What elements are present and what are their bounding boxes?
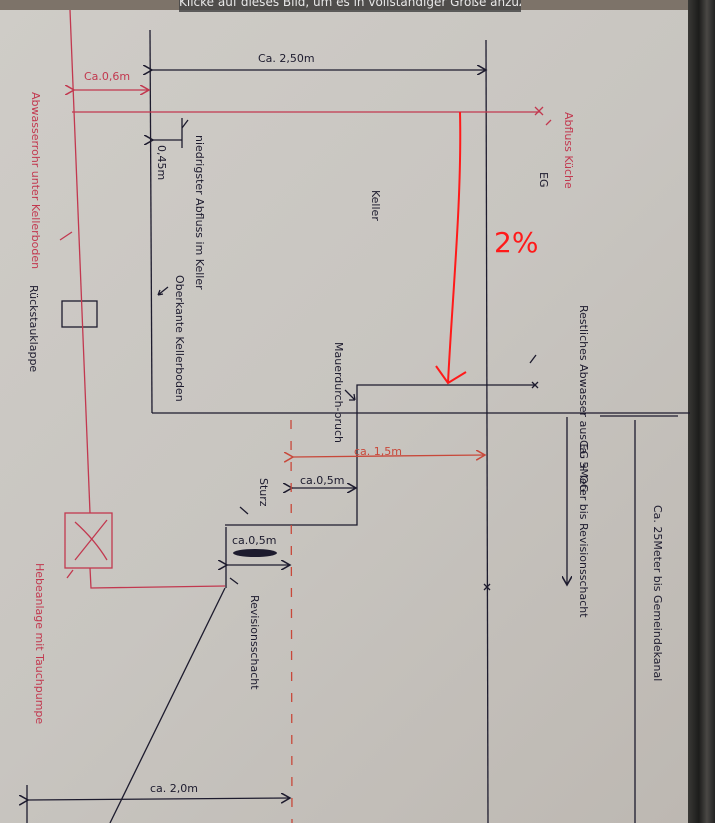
label-offset-pipe: Ca.0,6m	[84, 70, 130, 83]
label-045: 0,45m	[155, 145, 168, 180]
label-dist-kanal: Ca. 25Meter bis Gemeindekanal	[651, 505, 664, 681]
label-dist-revision: Ca. 5Meter bis Revisionsschacht	[577, 440, 590, 618]
label-dist-05b: ca.0,5m	[232, 534, 277, 547]
label-mauerdurchbruch: Mauerdurch-bruch	[332, 342, 345, 443]
fullsize-hint[interactable]: Klicke auf dieses Bild, um es in vollstä…	[179, 0, 521, 12]
label-dist-20: ca. 2,0m	[150, 782, 198, 795]
hebeanlage-box	[64, 512, 113, 569]
label-hebeanlage: Hebeanlage mit Tauchpumpe	[33, 563, 46, 724]
label-revisionsschacht: Revisionsschacht	[248, 595, 261, 690]
sketch-paper[interactable]	[0, 10, 690, 823]
dim-20	[28, 798, 290, 800]
hebeanlage-cross	[74, 519, 108, 561]
label-gefaelle: 2%	[494, 226, 538, 259]
label-width-keller: Ca. 2,50m	[258, 52, 315, 65]
abwasserrohr-line	[69, 9, 91, 514]
label-keller: Keller	[369, 190, 382, 221]
label-abwasserrohr-1: Abwasserrohr unter Kellerboden	[29, 92, 42, 269]
keller-wall-right	[485, 39, 489, 823]
rueckstauklappe-box	[61, 300, 98, 328]
keller-wall-left	[149, 29, 153, 414]
label-rueckstauklappe: Rückstauklappe	[27, 285, 40, 372]
label-dist-05a: ca.0,5m	[300, 474, 345, 487]
desk-edge	[688, 0, 715, 823]
label-eg: EG	[537, 172, 550, 187]
label-restliches-abwasser: Restliches Abwasser aus EG + OG	[577, 305, 590, 492]
label-dist-15: ca. 1,5m	[354, 445, 402, 458]
pointer-arrows	[157, 119, 537, 585]
dim-15	[293, 455, 485, 457]
x-mark	[483, 381, 539, 591]
label-oberkante: Oberkante Kellerboden	[173, 275, 186, 402]
label-abfluss-kueche: Abfluss Küche	[562, 112, 575, 189]
druckleitung	[89, 567, 226, 589]
label-niedrigster-abfluss: niedrigster Abfluss im Keller	[193, 135, 206, 290]
kueche-x	[534, 106, 544, 116]
gefaelle-arrow	[435, 111, 467, 385]
pointer-red	[59, 119, 552, 579]
revision-scribble	[233, 549, 277, 557]
diagonal-line	[109, 587, 226, 823]
label-sturz: Sturz	[257, 478, 270, 507]
dashed-boundary	[290, 419, 293, 823]
mauerdurchbruch-pipe	[356, 384, 535, 413]
